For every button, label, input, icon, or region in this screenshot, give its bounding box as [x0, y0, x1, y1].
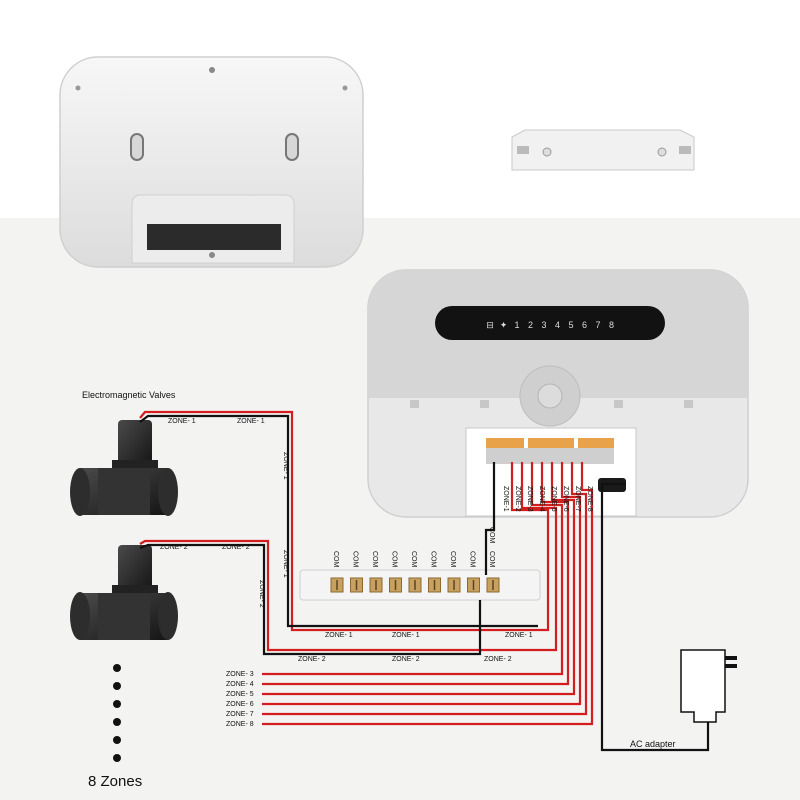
com-label-7: COM — [469, 551, 476, 568]
com-label-0: COM — [332, 551, 339, 568]
com-label-1: COM — [352, 551, 359, 568]
valves-title: Electromagnetic Valves — [82, 390, 176, 400]
indicator-0: ⊟ — [486, 320, 494, 330]
zone-label-3: ZONE- 3 — [226, 671, 254, 678]
zone-label-5: ZONE- 5 — [226, 691, 254, 698]
zone-label-6: ZONE- 6 — [226, 701, 254, 708]
more-zones-dots — [113, 664, 121, 762]
zone-label-8: ZONE- 8 — [226, 721, 254, 728]
zone2-label-a: ZONE- 2 — [160, 544, 188, 551]
controller-com-label: COM — [488, 527, 495, 544]
indicator-9: 8 — [609, 320, 614, 330]
controller-zone-label-1: ZONE-1 — [502, 486, 509, 512]
zones-caption: 8 Zones — [88, 773, 142, 790]
indicator-3: 2 — [528, 320, 533, 330]
indicator-1: ✦ — [500, 320, 508, 330]
zone2-label-c: ZONE- 2 — [298, 656, 326, 663]
indicator-5: 4 — [555, 320, 560, 330]
com-label-5: COM — [430, 551, 437, 568]
zone2-label-vertical: ZONE- 2 — [258, 580, 265, 608]
ac-adapter — [680, 649, 737, 723]
controller-zone-label-5: ZONE-5 — [550, 486, 557, 512]
controller-zone-labels: ZONE-1 ZONE-2 ZONE-3 ZONE-4 ZONE-5 ZONE-6 ZONE… — [488, 486, 593, 544]
indicator-4: 3 — [541, 320, 546, 330]
zone1-label-b: ZONE- 1 — [237, 418, 265, 425]
controller-back-view — [59, 56, 364, 268]
zone1-label-a: ZONE- 1 — [168, 418, 196, 425]
valve-1 — [70, 420, 178, 516]
ac-adapter-label: AC adapter — [630, 739, 676, 749]
zone2-label-b: ZONE- 2 — [222, 544, 250, 551]
zone-3-8-labels: ZONE- 3 ZONE- 4 ZONE- 5 ZONE- 6 ZONE- 7 ZONE-… — [226, 671, 254, 728]
controller-zone-label-6: ZONE-6 — [562, 486, 569, 512]
controller-zone-label-3: ZONE-3 — [526, 486, 533, 512]
zone1-label-vertical-2: ZONE- 1 — [282, 550, 289, 578]
zone1-label-c: ZONE- 1 — [325, 632, 353, 639]
mounting-bracket — [511, 129, 695, 171]
controller-front — [367, 269, 749, 518]
com-label-8: COM — [488, 551, 495, 568]
controller-zone-label-4: ZONE-4 — [538, 486, 545, 512]
zone1-label-e: ZONE- 1 — [505, 632, 533, 639]
terminal-block — [486, 438, 614, 464]
zone2-label-d: ZONE- 2 — [392, 656, 420, 663]
valve-2 — [70, 545, 178, 640]
com-terminal-strip — [299, 569, 541, 601]
zone-label-7: ZONE- 7 — [226, 711, 254, 718]
wires — [139, 410, 710, 752]
zone2-label-e: ZONE- 2 — [484, 656, 512, 663]
controller-zone-label-2: ZONE-2 — [514, 486, 521, 512]
zone1-label-d: ZONE- 1 — [392, 632, 420, 639]
com-label-2: COM — [371, 551, 378, 568]
com-labels: COM COM COM COM COM COM COM COM COM — [332, 551, 495, 568]
zone1-label-vertical: ZONE- 1 — [282, 452, 289, 480]
controller-zone-label-8: ZONE-8 — [586, 486, 593, 512]
controller-zone-label-7: ZONE-7 — [574, 486, 581, 512]
com-label-6: COM — [449, 551, 456, 568]
com-label-3: COM — [391, 551, 398, 568]
com-label-4: COM — [410, 551, 417, 568]
indicator-8: 7 — [595, 320, 600, 330]
indicator-2: 1 — [514, 320, 519, 330]
indicator-7: 6 — [582, 320, 587, 330]
zone-label-4: ZONE- 4 — [226, 681, 254, 688]
indicator-6: 5 — [568, 320, 573, 330]
